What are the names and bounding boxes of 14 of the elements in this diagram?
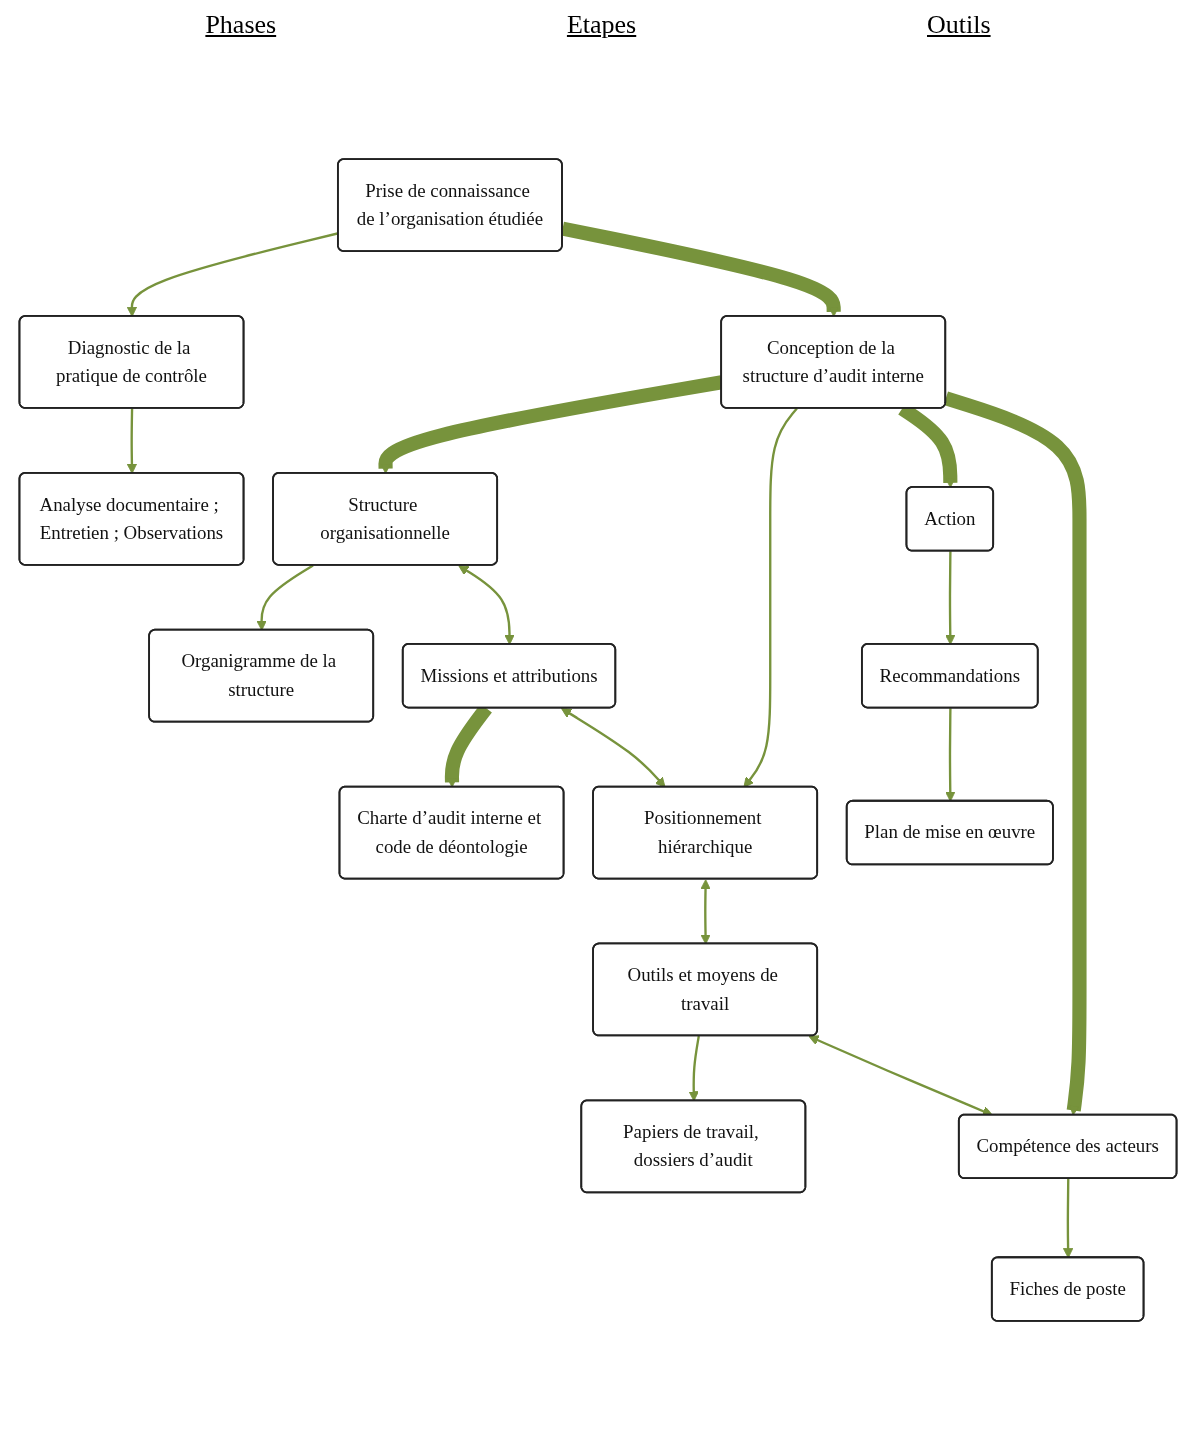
- column-header: Phases: [205, 10, 277, 41]
- arrow: [1062, 1178, 1074, 1259]
- arrow: [700, 879, 711, 945]
- column-header: Outils: [927, 10, 991, 41]
- arrow: [688, 1035, 700, 1102]
- arrow: [126, 408, 138, 474]
- arrow: [945, 708, 956, 802]
- arrow: [561, 707, 666, 788]
- arrow: [943, 391, 1087, 1116]
- column-header: Etapes: [566, 10, 637, 41]
- arrow: [458, 565, 515, 645]
- arrow: [256, 564, 314, 631]
- arrow: [743, 407, 798, 788]
- arrow: [945, 551, 956, 645]
